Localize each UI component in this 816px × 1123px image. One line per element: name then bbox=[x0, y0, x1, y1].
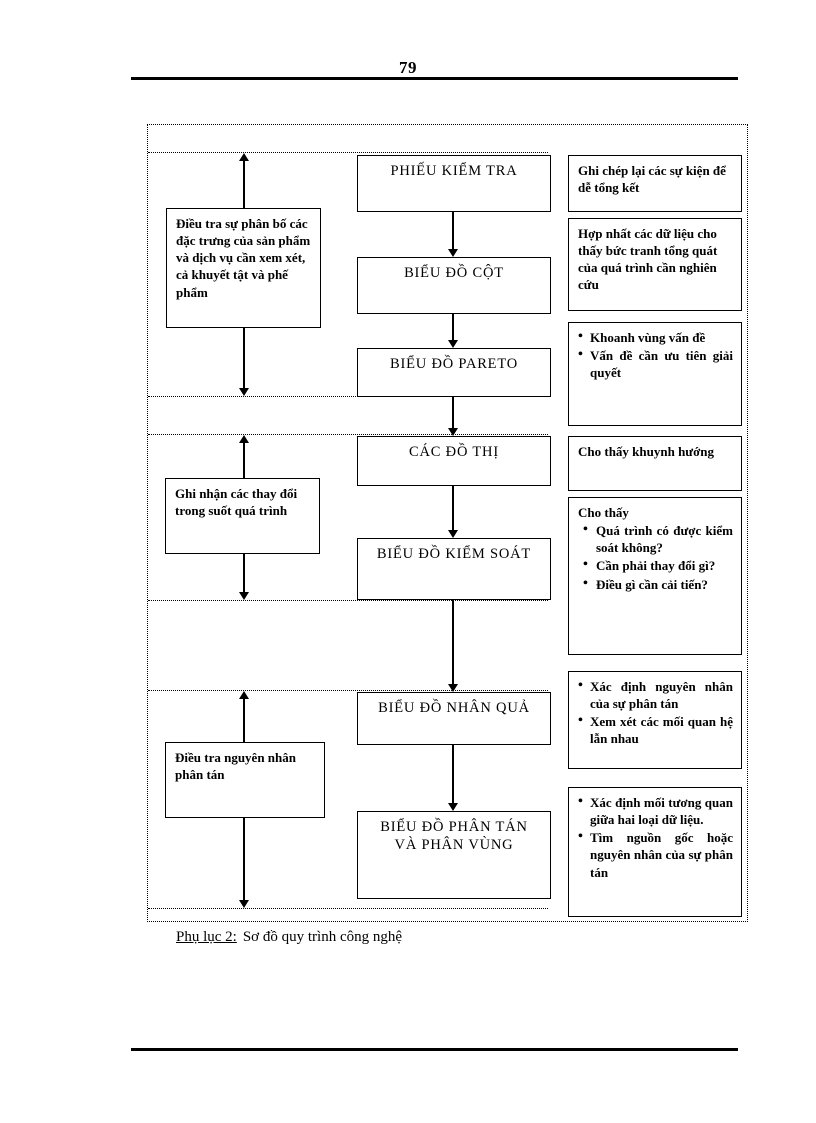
left-connector-3-down bbox=[243, 818, 245, 900]
note-text: Điều tra sự phân bố các đặc trưng của sả… bbox=[176, 216, 311, 300]
outcome-lead: Hợp nhất các dữ liệu cho thấy bức tranh … bbox=[578, 226, 718, 293]
figure-caption-text: Sơ đồ quy trình công nghệ bbox=[242, 929, 403, 945]
left-connector-2-up bbox=[243, 442, 245, 478]
outcome-node-ghi-chep-su-kien[interactable]: Ghi chép lại các sự kiện để dễ tổng kết bbox=[568, 155, 742, 212]
header-rule bbox=[131, 77, 738, 80]
note-text: Điều tra nguyên nhân phân tán bbox=[175, 750, 296, 783]
page-number: 79 bbox=[399, 58, 417, 77]
connector-2-arrowhead bbox=[448, 340, 458, 348]
outcome-node-cho-thay-khuynh-huong[interactable]: Cho thấy khuynh hướng bbox=[568, 436, 742, 491]
connector-2 bbox=[452, 314, 454, 340]
left-connector-3-up-arrowhead bbox=[239, 691, 249, 699]
left-connector-2-down bbox=[243, 554, 245, 592]
stage-divider-4 bbox=[148, 600, 548, 601]
flow-node-bieu-do-kiem-soat[interactable]: BIỂU ĐỒ KIỂM SOÁT bbox=[357, 538, 551, 600]
left-connector-2-up-arrowhead bbox=[239, 435, 249, 443]
outcome-bullet: Cần phải thay đổi gì? bbox=[583, 556, 733, 575]
connector-3 bbox=[452, 397, 454, 428]
left-connector-1-up-arrowhead bbox=[239, 153, 249, 161]
outcome-node-xac-dinh-nguyen-nhan[interactable]: Xác định nguyên nhân của sự phân tán Xem… bbox=[568, 671, 742, 769]
outcome-bullet: Xem xét các mối quan hệ lẫn nhau bbox=[578, 712, 733, 747]
stage-divider-6 bbox=[148, 908, 548, 909]
outcome-bullet: Quá trình có được kiểm soát không? bbox=[583, 521, 733, 556]
left-connector-1-down bbox=[243, 328, 245, 388]
flow-node-cac-do-thi[interactable]: CÁC ĐỒ THỊ bbox=[357, 436, 551, 486]
flow-node-phieu-kiem-tra[interactable]: PHIẾU KIỂM TRA bbox=[357, 155, 551, 212]
outcome-bullet: Xác định mối tương quan giữa hai loại dữ… bbox=[578, 793, 733, 828]
flow-node-bieu-do-phan-tan-va-phan-vung[interactable]: BIỂU ĐỒ PHÂN TÁN VÀ PHÂN VÙNG bbox=[357, 811, 551, 899]
left-connector-1-up bbox=[243, 160, 245, 208]
note-node-dieu-tra-nguyen-nhan[interactable]: Điều tra nguyên nhân phân tán bbox=[165, 742, 325, 818]
flow-node-bieu-do-pareto[interactable]: BIỂU ĐỒ PARETO bbox=[357, 348, 551, 397]
stage-divider-5 bbox=[148, 690, 548, 691]
connector-6 bbox=[452, 745, 454, 803]
connector-5-arrowhead bbox=[448, 684, 458, 692]
connector-5 bbox=[452, 600, 454, 684]
outcome-bullet: Vấn đề cần ưu tiên giải quyết bbox=[578, 346, 733, 381]
note-text: Ghi nhận các thay đổi trong suốt quá trì… bbox=[175, 486, 298, 519]
stage-divider-3 bbox=[148, 434, 548, 435]
outcome-node-cho-thay-kiem-soat[interactable]: Cho thấy Quá trình có được kiểm soát khô… bbox=[568, 497, 742, 655]
outcome-lead: Cho thấy khuynh hướng bbox=[578, 444, 715, 459]
connector-4 bbox=[452, 486, 454, 530]
left-connector-3-up bbox=[243, 698, 245, 742]
figure-caption: Phụ lục 2: Sơ đồ quy trình công nghệ bbox=[176, 929, 402, 946]
left-connector-1-down-arrowhead bbox=[239, 388, 249, 396]
stage-divider-1 bbox=[148, 152, 548, 153]
outcome-bullet: Tìm nguồn gốc hoặc nguyên nhân của sự ph… bbox=[578, 828, 733, 880]
flow-node-bieu-do-nhan-qua[interactable]: BIỂU ĐỒ NHÂN QUẢ bbox=[357, 692, 551, 745]
outcome-node-xac-dinh-moi-tuong-quan[interactable]: Xác định mối tương quan giữa hai loại dữ… bbox=[568, 787, 742, 917]
outcome-lead: Cho thấy bbox=[578, 505, 629, 520]
stage-divider-2 bbox=[148, 396, 548, 397]
connector-6-arrowhead bbox=[448, 803, 458, 811]
note-node-dieu-tra-su-phan-bo[interactable]: Điều tra sự phân bố các đặc trưng của sả… bbox=[166, 208, 321, 328]
outcome-bullet: Xác định nguyên nhân của sự phân tán bbox=[578, 677, 733, 712]
diagram-outer-frame bbox=[147, 124, 748, 922]
note-node-ghi-nhan-thay-doi[interactable]: Ghi nhận các thay đổi trong suốt quá trì… bbox=[165, 478, 320, 554]
outcome-bullet: Điều gì cần cải tiến? bbox=[583, 575, 733, 594]
flow-node-bieu-do-cot[interactable]: BIỂU ĐỒ CỘT bbox=[357, 257, 551, 314]
outcome-node-hop-nhat-du-lieu[interactable]: Hợp nhất các dữ liệu cho thấy bức tranh … bbox=[568, 218, 742, 311]
connector-3-arrowhead bbox=[448, 428, 458, 436]
footer-rule bbox=[131, 1048, 738, 1051]
outcome-node-khoanh-vung-van-de[interactable]: Khoanh vùng vấn đề Vấn đề cần ưu tiên gi… bbox=[568, 322, 742, 426]
figure-caption-label: Phụ lục 2: bbox=[176, 929, 237, 945]
left-connector-3-down-arrowhead bbox=[239, 900, 249, 908]
connector-1 bbox=[452, 212, 454, 249]
connector-4-arrowhead bbox=[448, 530, 458, 538]
outcome-bullet: Khoanh vùng vấn đề bbox=[578, 328, 733, 347]
left-connector-2-down-arrowhead bbox=[239, 592, 249, 600]
outcome-lead: Ghi chép lại các sự kiện để dễ tổng kết bbox=[578, 163, 726, 196]
connector-1-arrowhead bbox=[448, 249, 458, 257]
